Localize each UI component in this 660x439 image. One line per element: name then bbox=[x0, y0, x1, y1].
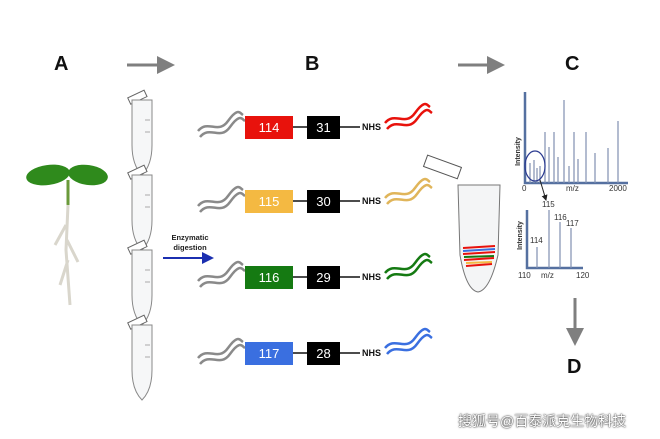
peptide-icon bbox=[383, 327, 434, 356]
pooled-tube-icon bbox=[422, 154, 501, 293]
full-ylabel: Intensity bbox=[514, 137, 522, 166]
digestion-line1: Enzymatic bbox=[171, 233, 209, 242]
full-xmax: 2000 bbox=[609, 184, 627, 193]
panel-label-a: A bbox=[54, 53, 69, 75]
linker-lines bbox=[293, 126, 360, 354]
balancer-tag-30: 30 bbox=[307, 190, 340, 213]
peptide-icon bbox=[383, 102, 434, 131]
peptide-icon bbox=[196, 260, 247, 289]
watermark: 搜狐号@百泰派克生物科技 bbox=[458, 413, 627, 429]
zoom-xmax: 120 bbox=[576, 271, 590, 280]
digestion-label: Enzymatic digestion bbox=[165, 233, 215, 253]
balancer-tag-29: 29 bbox=[307, 266, 340, 289]
panel-label-b: B bbox=[305, 53, 320, 75]
panel-label-c: C bbox=[565, 53, 580, 75]
peak-label-114: 114 bbox=[530, 236, 543, 245]
tube-icon bbox=[127, 314, 153, 401]
peptide-icon bbox=[196, 337, 247, 366]
nhs-label: NHS bbox=[362, 122, 382, 132]
reporter-tag-114: 114 bbox=[245, 116, 293, 139]
reporter-tag-117: 117 bbox=[245, 342, 293, 365]
tube-icon bbox=[127, 239, 153, 326]
digestion-line2: digestion bbox=[173, 243, 207, 252]
zoom-xmin: 110 bbox=[518, 271, 531, 280]
full-spectrum bbox=[523, 92, 628, 201]
full-xmin: 0 bbox=[522, 184, 527, 193]
zoom-ylabel: Intensity bbox=[516, 221, 524, 250]
balancer-tag-28: 28 bbox=[307, 342, 340, 365]
peak-label-116: 116 bbox=[554, 213, 567, 222]
peak-label-115: 115 bbox=[542, 200, 555, 209]
seedling-icon bbox=[26, 164, 108, 306]
reporter-tag-116: 116 bbox=[245, 266, 293, 289]
peptide-icon bbox=[383, 252, 434, 281]
peak-label-117: 117 bbox=[566, 219, 579, 228]
nhs-label: NHS bbox=[362, 348, 382, 358]
nhs-label: NHS bbox=[362, 196, 382, 206]
zoom-xlabel: m/z bbox=[541, 271, 554, 280]
tube-icon bbox=[127, 164, 153, 251]
peptide-icon bbox=[196, 185, 247, 214]
panel-label-d: D bbox=[567, 356, 582, 378]
full-xlabel: m/z bbox=[566, 184, 579, 193]
nhs-label: NHS bbox=[362, 272, 382, 282]
peptide-icons bbox=[196, 102, 434, 366]
peptide-icon bbox=[383, 177, 434, 206]
balancer-tag-31: 31 bbox=[307, 116, 340, 139]
reporter-tag-115: 115 bbox=[245, 190, 293, 213]
tube-icon bbox=[127, 89, 153, 176]
peptide-icon bbox=[196, 110, 247, 139]
zoom-spectrum bbox=[525, 210, 583, 270]
